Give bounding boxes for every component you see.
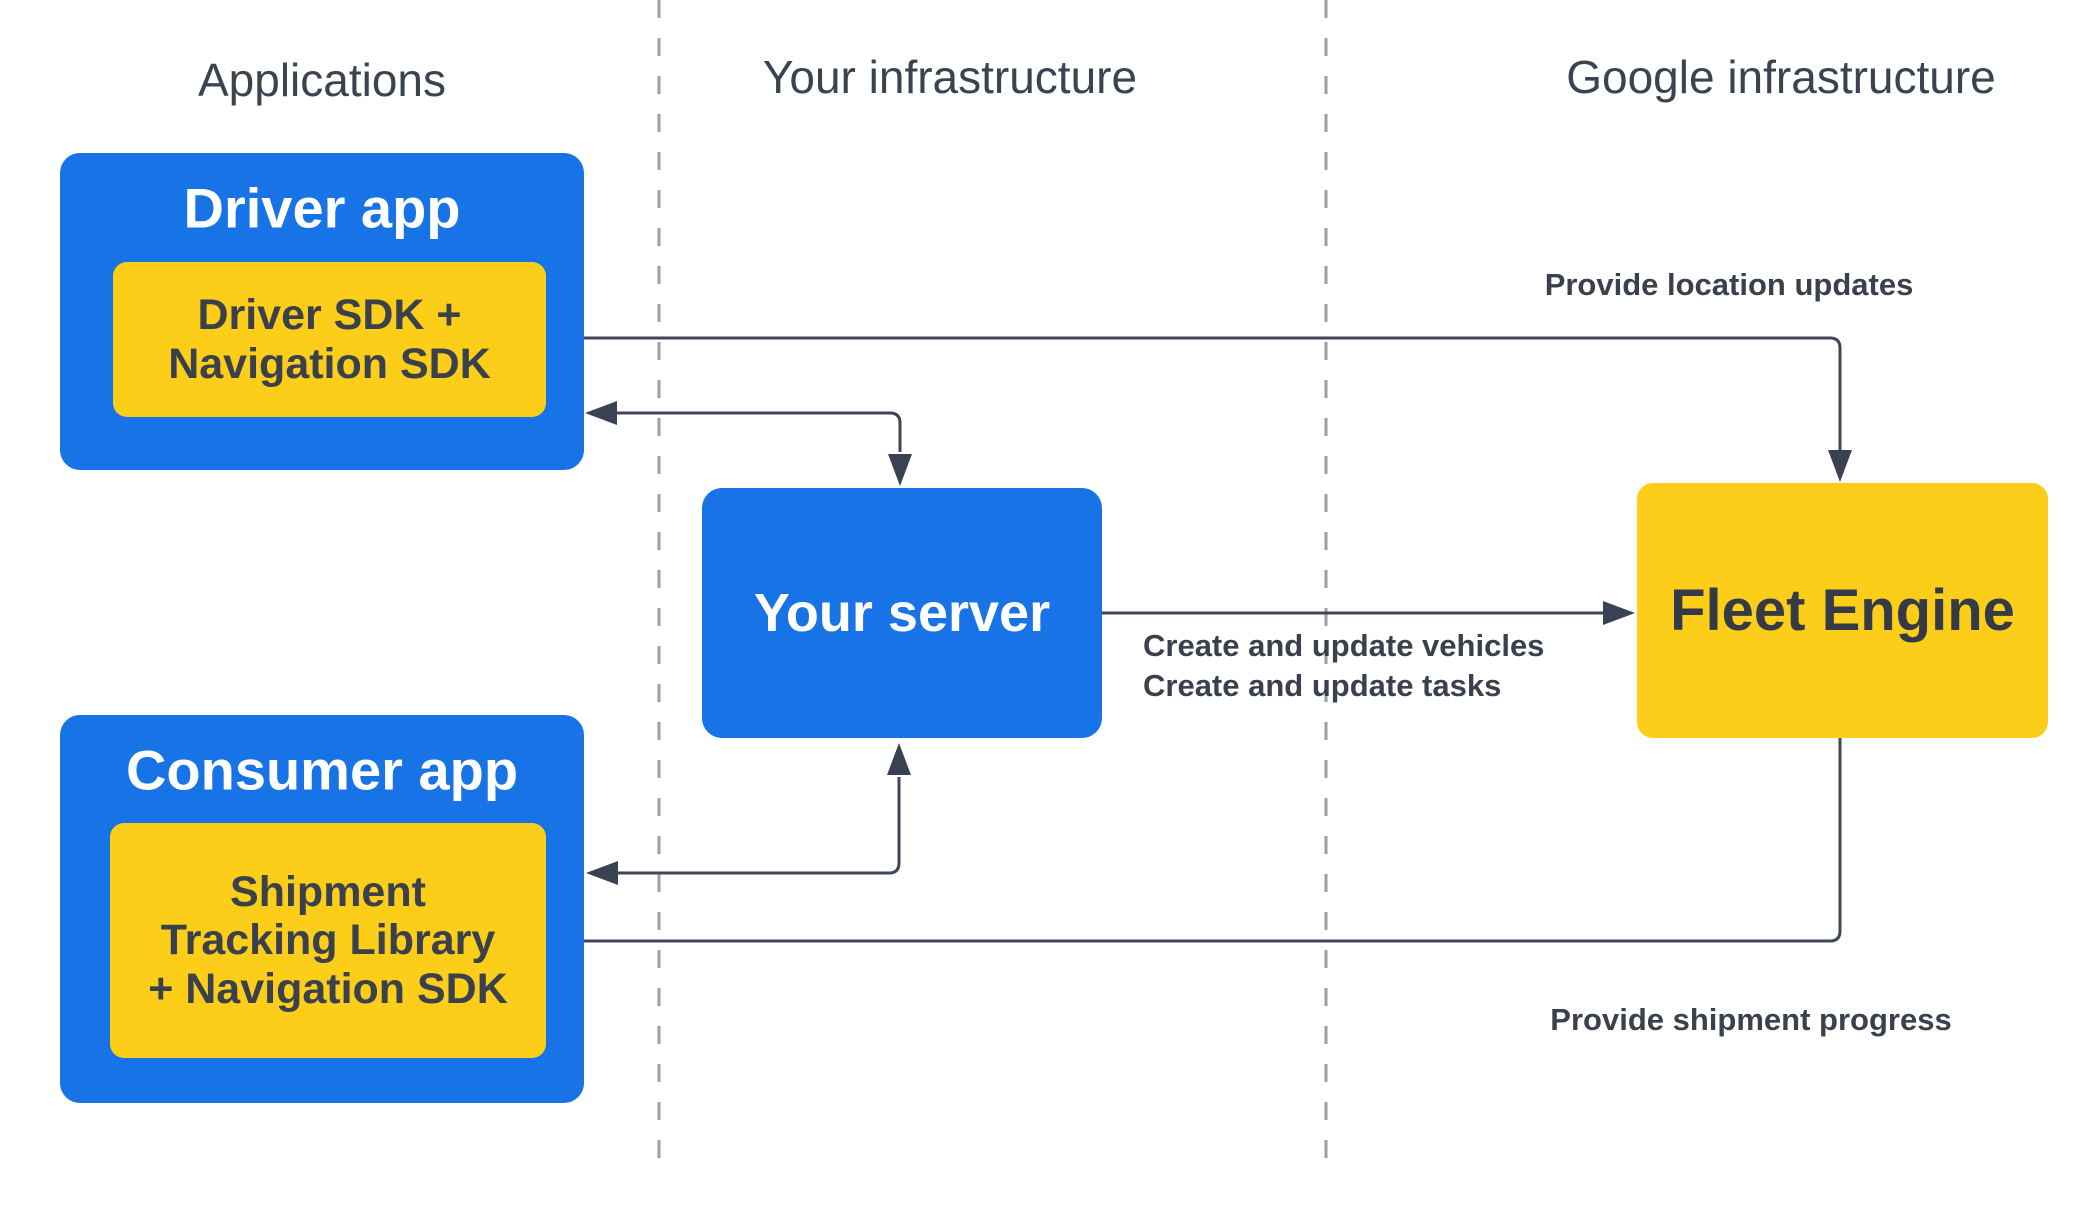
driver-sdk-label: Driver SDK + Navigation SDK — [168, 290, 491, 388]
arrow-driver-app-your-server — [585, 401, 912, 486]
column-header-google-infrastructure: Google infrastructure — [1566, 51, 1996, 103]
arrow-provide-shipment-progress — [542, 738, 1842, 953]
arrowhead-down-into-your-server — [888, 454, 912, 486]
driver-sdk-node: Driver SDK + Navigation SDK — [113, 262, 546, 417]
edge-label-provide-location-updates: Provide location updates — [1544, 267, 1914, 302]
shipment-tracking-library-label: Shipment Tracking Library + Navigation S… — [148, 867, 508, 1013]
column-header-your-infrastructure: Your infrastructure — [762, 51, 1138, 103]
arrowhead-right-into-fleet-engine — [1603, 601, 1635, 625]
arrowhead-left-into-driver-app — [585, 401, 617, 425]
arrowhead-left-into-consumer-app — [586, 861, 618, 885]
arrow-your-server-fleet-engine — [1102, 601, 1635, 625]
column-header-applications: Applications — [197, 54, 447, 106]
your-server-node: Your server — [702, 488, 1102, 738]
consumer-app-title: Consumer app — [125, 738, 519, 802]
edge-label-provide-shipment-progress: Provide shipment progress — [1550, 1002, 1952, 1037]
shipment-tracking-library-node: Shipment Tracking Library + Navigation S… — [110, 823, 546, 1058]
arrow-provide-location-updates — [547, 326, 1852, 482]
your-server-title: Your server — [753, 583, 1051, 643]
edge-label-create-and-update: Create and update vehicles Create and up… — [1143, 628, 1545, 703]
arrowhead-down-into-fleet-engine — [1828, 450, 1852, 482]
arrow-consumer-app-your-server — [586, 743, 911, 885]
fleet-engine-title: Fleet Engine — [1670, 578, 2015, 643]
driver-app-title: Driver app — [183, 176, 461, 240]
fleet-engine-node: Fleet Engine — [1637, 483, 2048, 738]
arrowhead-up-into-your-server — [887, 743, 911, 775]
